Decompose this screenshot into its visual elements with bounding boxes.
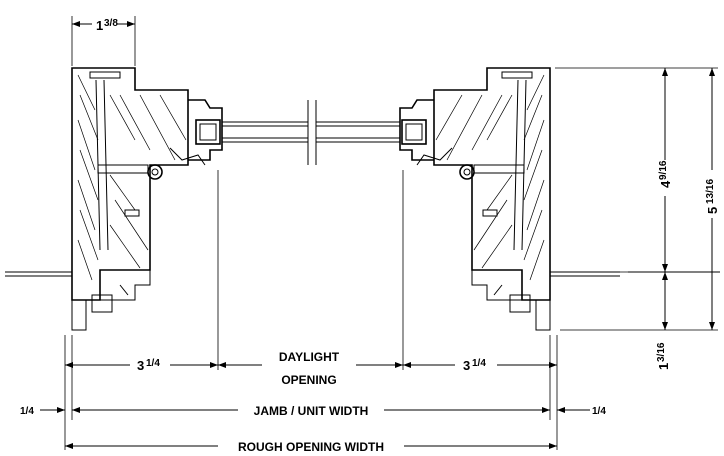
shim-left-frac: 1/4 xyxy=(20,406,34,417)
glazing-unit xyxy=(222,100,400,165)
height-upper-whole: 4 xyxy=(658,180,673,188)
left-frame-section xyxy=(5,67,223,331)
frame-left-dimension: 3 1/4 xyxy=(64,170,219,450)
frame-right-whole: 3 xyxy=(463,358,470,373)
shim-right-dimension: 1/4 xyxy=(557,406,606,417)
daylight-opening-dimension: DAYLIGHT OPENING xyxy=(218,170,404,387)
jamb-depth-frac: 3/8 xyxy=(104,18,118,29)
jamb-unit-width-label: JAMB / UNIT WIDTH xyxy=(254,404,369,418)
jamb-depth-dimension: 1 3/8 xyxy=(71,16,136,66)
height-dimensions: 4 9/16 1 3/16 5 13/16 xyxy=(555,67,720,370)
rough-opening-width-label: ROUGH OPENING WIDTH xyxy=(238,440,384,454)
frame-right-dimension: 3 1/4 xyxy=(403,335,558,450)
daylight-line1: DAYLIGHT xyxy=(279,350,340,364)
shim-left-dimension: 1/4 xyxy=(20,406,65,417)
daylight-line2: OPENING xyxy=(281,373,336,387)
height-total-whole: 5 xyxy=(705,207,720,214)
jamb-depth-whole: 1 xyxy=(96,18,103,33)
jamb-unit-width-dimension: JAMB / UNIT WIDTH xyxy=(71,335,551,420)
frame-left-frac: 1/4 xyxy=(146,358,160,369)
shim-right-frac: 1/4 xyxy=(592,406,606,417)
height-total-frac: 13/16 xyxy=(705,179,716,204)
height-lower-frac: 3/16 xyxy=(656,342,667,362)
height-lower-whole: 1 xyxy=(656,363,671,370)
right-frame-section xyxy=(399,67,720,331)
frame-right-frac: 1/4 xyxy=(472,358,486,369)
rough-opening-width-dimension: ROUGH OPENING WIDTH xyxy=(65,440,557,454)
frame-left-whole: 3 xyxy=(137,358,144,373)
height-upper-frac: 9/16 xyxy=(658,160,669,180)
